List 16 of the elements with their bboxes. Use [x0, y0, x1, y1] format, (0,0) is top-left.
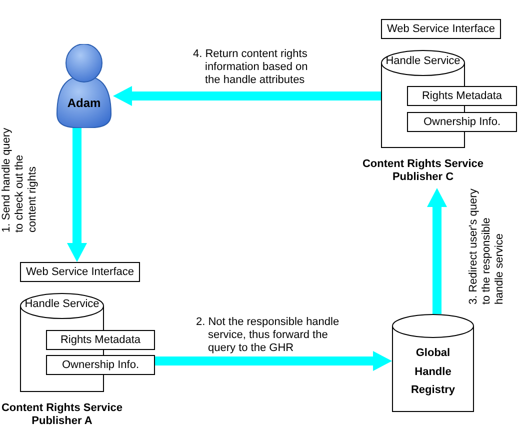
- arrow: [155, 351, 392, 371]
- node-label: Content Rights Service Publisher A: [0, 402, 124, 428]
- text-box: Web Service Interface: [20, 262, 140, 282]
- node-label: Global Handle Registry: [410, 346, 456, 398]
- node-label: Handle Service: [24, 298, 100, 310]
- arrow: [427, 188, 447, 314]
- text-box: Ownership Info.: [407, 112, 517, 132]
- person-name: Adam: [66, 96, 102, 110]
- text-box: Rights Metadata: [407, 86, 517, 106]
- node-label: Content Rights Service Publisher C: [361, 158, 485, 184]
- arrow: [67, 128, 87, 262]
- text-box: Rights Metadata: [46, 330, 155, 350]
- node-label: Handle Service: [384, 55, 462, 67]
- text-box: Web Service Interface: [381, 19, 501, 39]
- text-box: Ownership Info.: [46, 355, 155, 375]
- arrow: [113, 86, 381, 106]
